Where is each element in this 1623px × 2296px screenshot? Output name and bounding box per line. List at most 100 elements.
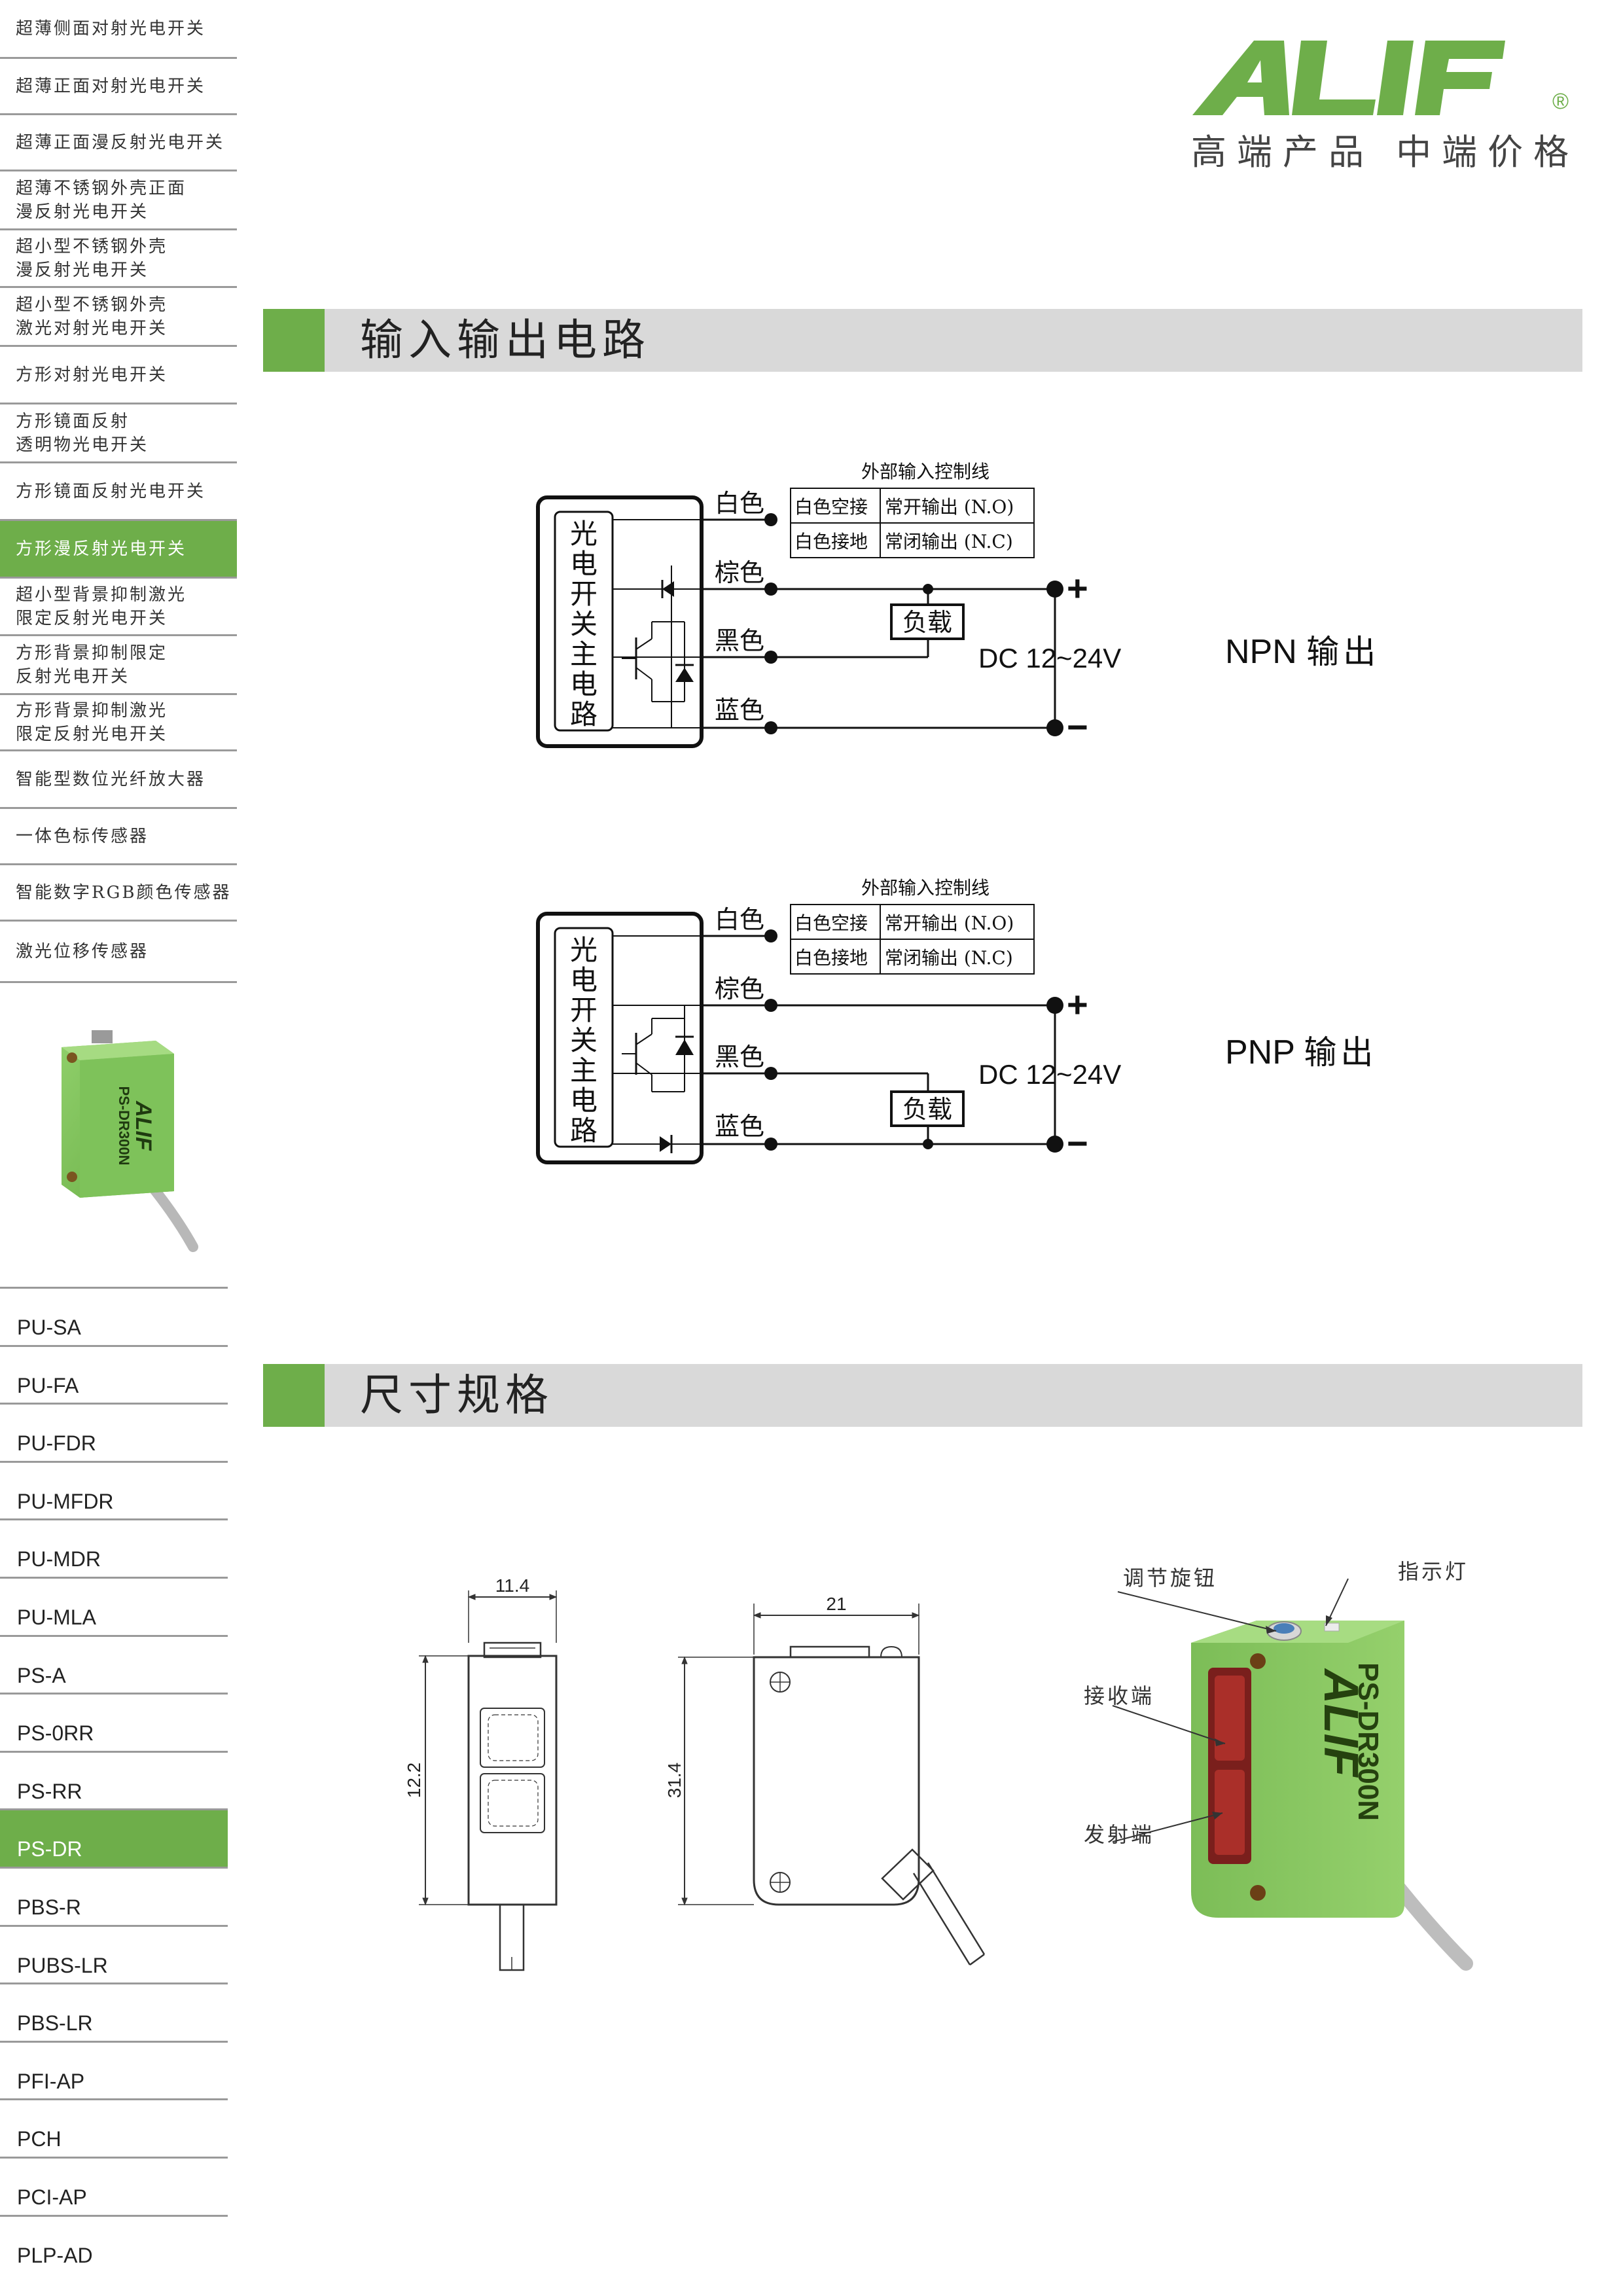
npn-wire-black: 黑色 [715, 626, 764, 655]
model-item[interactable]: PU-MDR [0, 1518, 228, 1577]
product-model-print: PS-DR300N [1352, 1662, 1384, 1821]
category-item[interactable]: 超小型不锈钢外壳 漫反射光电开关 [0, 230, 237, 288]
pnp-ext-r1c0: 白色接地 [794, 947, 868, 969]
category-label: 方形背景抑制限定 反射光电开关 [16, 643, 168, 687]
category-label: 超小型背景抑制激光 限定反射光电开关 [16, 584, 187, 628]
sidebar-product-image: ALIF PS-DR300N [62, 1030, 198, 1252]
category-item[interactable]: 方形漫反射光电开关 [0, 521, 237, 579]
category-label: 一体色标传感器 [16, 826, 149, 846]
category-item[interactable]: 方形背景抑制激光 限定反射光电开关 [0, 695, 237, 751]
model-label: PBS-LR [17, 2011, 93, 2035]
npn-ext-r0c1: 常开输出 (N.O) [885, 496, 1014, 518]
category-label: 方形镜面反射光电开关 [16, 481, 206, 501]
model-label: PLP-AD [17, 2244, 93, 2267]
model-label: PU-MDR [17, 1547, 101, 1571]
category-label: 超薄不锈钢外壳正面 漫反射光电开关 [16, 178, 187, 222]
model-label: PUBS-LR [17, 1954, 108, 1977]
category-item[interactable]: 方形镜面反射光电开关 [0, 463, 237, 521]
model-item[interactable]: PFI-AP [0, 2041, 228, 2099]
npn-wire-brown: 棕色 [715, 558, 764, 587]
npn-plus: + [1067, 567, 1088, 609]
sidebar-product-brand: ALIF [131, 1100, 156, 1151]
category-label: 智能型数位光纤放大器 [16, 769, 206, 789]
category-label: 超小型不锈钢外壳 漫反射光电开关 [16, 236, 168, 280]
category-item[interactable]: 方形背景抑制限定 反射光电开关 [0, 636, 237, 695]
model-label: PFI-AP [17, 2070, 85, 2093]
model-item[interactable]: PUBS-LR [0, 1925, 228, 1983]
dimension-section-title: 尺寸规格 [360, 1370, 554, 1420]
model-label: PCH [17, 2127, 62, 2151]
npn-wire-blue: 蓝色 [715, 696, 764, 725]
model-label: PU-FA [17, 1374, 79, 1397]
pnp-output-type: PNP [1225, 1033, 1294, 1071]
npn-output-cn: 输出 [1306, 633, 1380, 671]
brand-slogan: 高端产品 中端价格 [1191, 132, 1580, 173]
pnp-supply: DC 12~24V [978, 1059, 1121, 1090]
category-label: 超薄正面漫反射光电开关 [16, 132, 225, 152]
registered-mark: ® [1552, 89, 1569, 114]
model-item[interactable]: PU-MLA [0, 1577, 228, 1635]
pnp-output-cn: 输出 [1304, 1033, 1378, 1071]
category-item[interactable]: 智能数字RGB颜色传感器 [0, 865, 237, 922]
category-item[interactable]: 超小型不锈钢外壳 激光对射光电开关 [0, 288, 237, 347]
category-label: 超薄正面对射光电开关 [16, 76, 206, 96]
section-accent [263, 1364, 325, 1427]
alif-logo: ® [1192, 41, 1569, 115]
pnp-wire-blue: 蓝色 [715, 1112, 764, 1141]
indicator-callout: 指示灯 [1398, 1559, 1469, 1584]
model-label: PU-SA [17, 1316, 81, 1339]
model-item[interactable]: PBS-LR [0, 1982, 228, 2041]
circuit-section-header: 输入输出电路 [263, 309, 1582, 372]
section-accent [263, 309, 325, 372]
category-item[interactable]: 方形镜面反射 透明物光电开关 [0, 404, 237, 463]
model-item[interactable]: PU-FA [0, 1345, 228, 1403]
npn-ext-title: 外部输入控制线 [861, 461, 990, 482]
npn-ext-r0c0: 白色空接 [794, 496, 868, 518]
model-item[interactable]: PS-A [0, 1635, 228, 1693]
category-label: 激光位移传感器 [16, 941, 149, 961]
model-item[interactable]: PLP-AD [0, 2215, 228, 2273]
category-item[interactable]: 超薄正面漫反射光电开关 [0, 115, 237, 171]
pnp-wire-white: 白色 [715, 905, 764, 934]
category-label: 智能数字RGB颜色传感器 [16, 882, 232, 903]
model-item[interactable]: PU-SA [0, 1287, 228, 1345]
model-item[interactable]: PU-MFDR [0, 1461, 228, 1519]
receiver-callout: 接收端 [1084, 1683, 1155, 1708]
dim-length: 21 [826, 1594, 846, 1614]
category-item[interactable]: 方形对射光电开关 [0, 347, 237, 404]
category-item[interactable]: 一体色标传感器 [0, 809, 237, 865]
npn-circuit-diagram: 光电开关主电路 负载 白色 [536, 461, 1121, 748]
emitter-callout: 发射端 [1084, 1822, 1155, 1847]
front-view-drawing: 11.4 12.2 [404, 1575, 558, 1971]
model-item[interactable]: PCI-AP [0, 2157, 228, 2215]
category-label: 超小型不锈钢外壳 激光对射光电开关 [16, 295, 168, 338]
npn-ext-r1c1: 常闭输出 (N.C) [885, 531, 1013, 552]
model-item[interactable]: PS-RR [0, 1751, 228, 1809]
category-item[interactable]: 超小型背景抑制激光 限定反射光电开关 [0, 579, 237, 636]
category-item[interactable]: 超薄侧面对射光电开关 [0, 0, 237, 59]
npn-main-label: 光电开关主电路 [570, 518, 597, 730]
npn-supply: DC 12~24V [978, 643, 1121, 673]
dim-height: 12.2 [404, 1763, 424, 1799]
dim-depth: 31.4 [664, 1763, 685, 1799]
npn-output-type: NPN [1225, 633, 1297, 671]
category-item[interactable]: 激光位移传感器 [0, 922, 237, 983]
model-item[interactable]: PS-DR [0, 1808, 228, 1867]
category-label: 方形镜面反射 透明物光电开关 [16, 411, 149, 455]
category-item[interactable]: 超薄正面对射光电开关 [0, 59, 237, 115]
category-label: 方形漫反射光电开关 [16, 539, 187, 559]
npn-minus: − [1067, 706, 1088, 747]
pnp-ext-r0c1: 常开输出 (N.O) [885, 912, 1014, 934]
model-item[interactable]: PCH [0, 2098, 228, 2157]
dimension-section-header: 尺寸规格 [263, 1364, 1582, 1427]
category-item[interactable]: 超薄不锈钢外壳正面 漫反射光电开关 [0, 171, 237, 230]
model-item[interactable]: PBS-R [0, 1867, 228, 1925]
category-item[interactable]: 智能型数位光纤放大器 [0, 751, 237, 809]
model-label: PCI-AP [17, 2185, 87, 2209]
npn-ext-r1c0: 白色接地 [794, 531, 868, 552]
model-item[interactable]: PU-FDR [0, 1403, 228, 1461]
model-item[interactable]: PS-0RR [0, 1693, 228, 1751]
pnp-output-label: PNP 输出 [1225, 1026, 1377, 1073]
category-label: 超薄侧面对射光电开关 [16, 18, 206, 39]
pnp-ext-r1c1: 常闭输出 (N.C) [885, 947, 1013, 969]
